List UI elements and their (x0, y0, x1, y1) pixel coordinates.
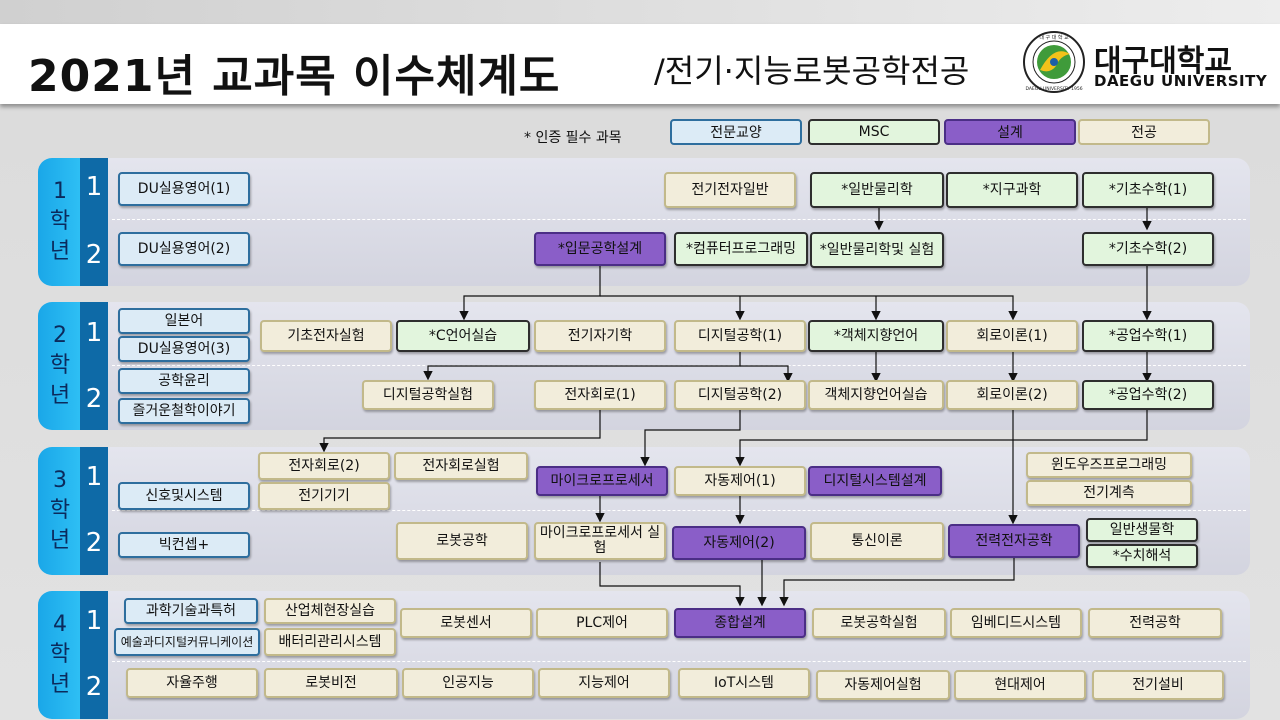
page-title: 2021년 교과목 이수체계도 (28, 51, 561, 102)
legend-msc: MSC (808, 119, 940, 145)
course-electric-machines[interactable]: 전기기기 (258, 482, 390, 510)
course-general-physics[interactable]: *일반물리학 (810, 172, 944, 208)
course-digital-engineering-1[interactable]: 디지털공학(1) (674, 320, 806, 352)
course-electronic-circuits-lab[interactable]: 전자회로실험 (394, 452, 528, 480)
course-big-concept[interactable]: 빅컨셉+ (118, 532, 250, 558)
university-seal-icon: 대 구 대 학 교 DAEGU UNIVERSITY 1956 (1023, 31, 1085, 93)
course-circuit-theory-2[interactable]: 회로이론(2) (946, 380, 1078, 410)
course-plc-control[interactable]: PLC제어 (536, 608, 668, 638)
course-iot-systems[interactable]: IoT시스템 (678, 668, 810, 698)
course-basic-math-2[interactable]: *기초수학(2) (1082, 232, 1214, 266)
semester-column (80, 158, 108, 286)
course-engineering-math-1[interactable]: *공업수학(1) (1082, 320, 1214, 352)
semester-number: 1 (85, 462, 103, 492)
semester-column (80, 302, 108, 430)
course-general-biology[interactable]: 일반생물학 (1086, 518, 1198, 542)
course-c-language-lab[interactable]: *C언어실습 (396, 320, 530, 352)
course-electrical-equipment[interactable]: 전기설비 (1092, 670, 1224, 700)
course-du-english-3[interactable]: DU실용영어(3) (118, 336, 250, 362)
course-physics-lab[interactable]: *일반물리학및 실험 (810, 232, 944, 268)
course-basic-math-1[interactable]: *기초수학(1) (1082, 172, 1214, 208)
svg-text:DAEGU UNIVERSITY 1956: DAEGU UNIVERSITY 1956 (1025, 86, 1082, 92)
course-circuit-theory-1[interactable]: 회로이론(1) (946, 320, 1078, 352)
course-du-english-1[interactable]: DU실용영어(1) (118, 172, 250, 206)
course-robot-vision[interactable]: 로봇비전 (264, 668, 398, 698)
course-field-internship[interactable]: 산업체현장실습 (264, 598, 396, 624)
semester-divider (112, 661, 1246, 662)
semester-number: 1 (85, 606, 103, 636)
semester-divider (112, 365, 1246, 366)
course-autonomous-driving[interactable]: 자율주행 (126, 668, 258, 698)
course-signals-systems[interactable]: 신호및시스템 (118, 482, 250, 510)
course-power-electronics[interactable]: 전력전자공학 (948, 524, 1080, 558)
semester-number: 2 (85, 384, 103, 414)
semester-number: 1 (85, 172, 103, 202)
course-microprocessor-lab[interactable]: 마이크로프로세서 실험 (534, 522, 666, 560)
legend-general-education: 전문교양 (670, 119, 802, 145)
course-artificial-intelligence[interactable]: 인공지능 (402, 668, 534, 698)
course-battery-management[interactable]: 배터리관리시스템 (264, 628, 396, 656)
header: 2021년 교과목 이수체계도 /전기·지능로봇공학전공 대 구 대 학 교 D… (0, 24, 1280, 104)
course-basic-electronics-lab[interactable]: 기초전자실험 (260, 320, 392, 352)
course-automatic-control-1[interactable]: 자동제어(1) (674, 466, 806, 496)
course-science-patent[interactable]: 과학기술과특허 (124, 598, 258, 624)
course-engineering-ethics[interactable]: 공학윤리 (118, 368, 250, 394)
course-art-digital-communication[interactable]: 예술과디지털커뮤니케이션 (114, 628, 260, 656)
semester-number: 2 (85, 240, 103, 270)
course-earth-science[interactable]: *지구과학 (946, 172, 1078, 208)
course-object-oriented-language[interactable]: *객체지향언어 (808, 320, 944, 352)
semester-divider (112, 510, 1246, 511)
course-digital-engineering-2[interactable]: 디지털공학(2) (674, 380, 806, 410)
page-subtitle: /전기·지능로봇공학전공 (654, 52, 970, 90)
semester-column (80, 591, 108, 719)
top-bar (0, 0, 1280, 24)
course-modern-control[interactable]: 현대제어 (954, 670, 1086, 700)
course-capstone-design[interactable]: 종합설계 (674, 608, 806, 638)
course-electronic-circuits-1[interactable]: 전자회로(1) (534, 380, 666, 410)
semester-column (80, 447, 108, 575)
semester-number: 1 (85, 318, 103, 348)
course-embedded-systems[interactable]: 임베디드시스템 (950, 608, 1082, 638)
course-intro-electrical[interactable]: 전기전자일반 (664, 172, 796, 208)
course-automatic-control-2[interactable]: 자동제어(2) (672, 526, 806, 560)
semester-number: 2 (85, 528, 103, 558)
course-robotics-lab[interactable]: 로봇공학실험 (812, 608, 946, 638)
legend-design: 설계 (944, 119, 1076, 145)
course-digital-system-design[interactable]: 디지털시스템설계 (808, 466, 942, 496)
legend-major: 전공 (1078, 119, 1210, 145)
course-microprocessor[interactable]: 마이크로프로세서 (536, 466, 668, 496)
course-robotics[interactable]: 로봇공학 (396, 522, 528, 560)
course-control-lab[interactable]: 자동제어실험 (816, 670, 950, 700)
course-electronic-circuits-2[interactable]: 전자회로(2) (258, 452, 390, 480)
course-power-engineering[interactable]: 전력공학 (1088, 608, 1222, 638)
course-intelligent-control[interactable]: 지능제어 (538, 668, 670, 698)
svg-text:대 구 대 학 교: 대 구 대 학 교 (1039, 34, 1069, 41)
semester-divider (112, 219, 1246, 220)
course-oop-lab[interactable]: 객체지향언어실습 (808, 380, 944, 410)
course-du-english-2[interactable]: DU실용영어(2) (118, 232, 250, 266)
course-japanese[interactable]: 일본어 (118, 308, 250, 334)
course-robot-sensors[interactable]: 로봇센서 (400, 608, 532, 638)
course-philosophy[interactable]: 즐거운철학이야기 (118, 398, 250, 424)
legend-note: * 인증 필수 과목 (524, 130, 622, 146)
course-computer-programming[interactable]: *컴퓨터프로그래밍 (674, 232, 808, 266)
course-intro-engineering-design[interactable]: *입문공학설계 (534, 232, 666, 266)
course-windows-programming[interactable]: 윈도우즈프로그래밍 (1026, 452, 1192, 478)
course-electrical-measurement[interactable]: 전기계측 (1026, 480, 1192, 506)
course-electromagnetics[interactable]: 전기자기학 (534, 320, 666, 352)
semester-number: 2 (85, 672, 103, 702)
course-digital-engineering-lab[interactable]: 디지털공학실험 (362, 380, 494, 410)
university-name: 대구대학교 (1094, 44, 1232, 79)
university-name-en: DAEGU UNIVERSITY (1094, 72, 1268, 90)
course-numerical-analysis[interactable]: *수치해석 (1086, 544, 1198, 568)
course-engineering-math-2[interactable]: *공업수학(2) (1082, 380, 1214, 410)
course-communication-theory[interactable]: 통신이론 (810, 522, 944, 560)
